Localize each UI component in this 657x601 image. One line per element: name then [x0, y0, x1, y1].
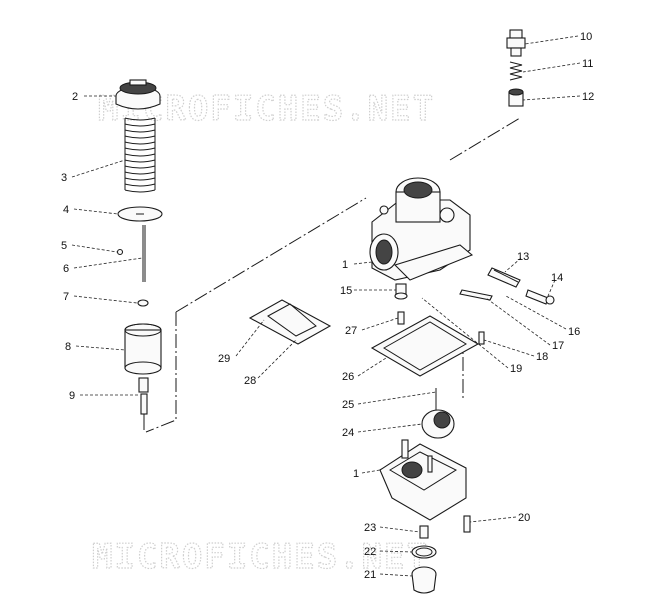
callout-1-upper: 1: [342, 259, 348, 271]
callout-6: 6: [63, 263, 69, 275]
adjuster-screws: [459, 267, 555, 305]
callout-13: 13: [517, 251, 529, 263]
callout-22: 22: [364, 546, 376, 558]
bowl-plug-set: [411, 525, 437, 594]
callout-21: 21: [364, 569, 376, 581]
callout-2: 2: [72, 91, 78, 103]
callout-25: 25: [342, 399, 354, 411]
drain-screw: [463, 515, 471, 533]
leader-lines: [71, 35, 581, 577]
callout-3: 3: [61, 172, 67, 184]
callout-18: 18: [536, 351, 548, 363]
float-bowl-gasket: [370, 315, 480, 377]
callout-24: 24: [342, 427, 354, 439]
jet-needle: [116, 225, 146, 282]
top-fitting-stack: [506, 29, 526, 107]
throttle-spring: [124, 117, 156, 193]
callout-11: 11: [582, 58, 593, 70]
callout-26: 26: [342, 371, 354, 383]
watermark-bottom: MICROFICHES.NET: [92, 537, 429, 577]
float: [421, 409, 455, 439]
callout-29: 29: [218, 353, 230, 365]
callout-5: 5: [61, 240, 67, 252]
carb-top-cap: [115, 79, 161, 110]
callout-19: 19: [510, 363, 522, 375]
cable-adjuster: [138, 377, 149, 430]
assembly-boundary-lines: [145, 117, 521, 433]
callout-9: 9: [69, 390, 75, 402]
callout-20: 20: [518, 512, 530, 524]
callout-labels: 2 3 4 5 6 7 8 9 10 11 12 1 13 14 15 16 1…: [61, 31, 594, 581]
callout-10: 10: [580, 31, 592, 43]
spring-seat-plate: [117, 206, 163, 222]
carburetor-body: [369, 177, 474, 281]
callout-15: 15: [340, 285, 352, 297]
callout-7: 7: [63, 291, 69, 303]
needle-washer: [137, 299, 149, 307]
callout-12: 12: [582, 91, 594, 103]
callout-8: 8: [65, 341, 71, 353]
callout-4: 4: [63, 204, 69, 216]
callout-27: 27: [345, 325, 357, 337]
callout-28: 28: [244, 375, 256, 387]
float-shield: [248, 299, 332, 345]
callout-1-lower: 1: [353, 468, 359, 480]
callout-17: 17: [552, 340, 564, 352]
throttle-valve: [124, 323, 162, 375]
callout-16: 16: [568, 326, 580, 338]
float-bowl: [379, 439, 467, 521]
main-jet-parts: [394, 283, 485, 345]
callout-14: 14: [551, 272, 563, 284]
callout-23: 23: [364, 522, 376, 534]
